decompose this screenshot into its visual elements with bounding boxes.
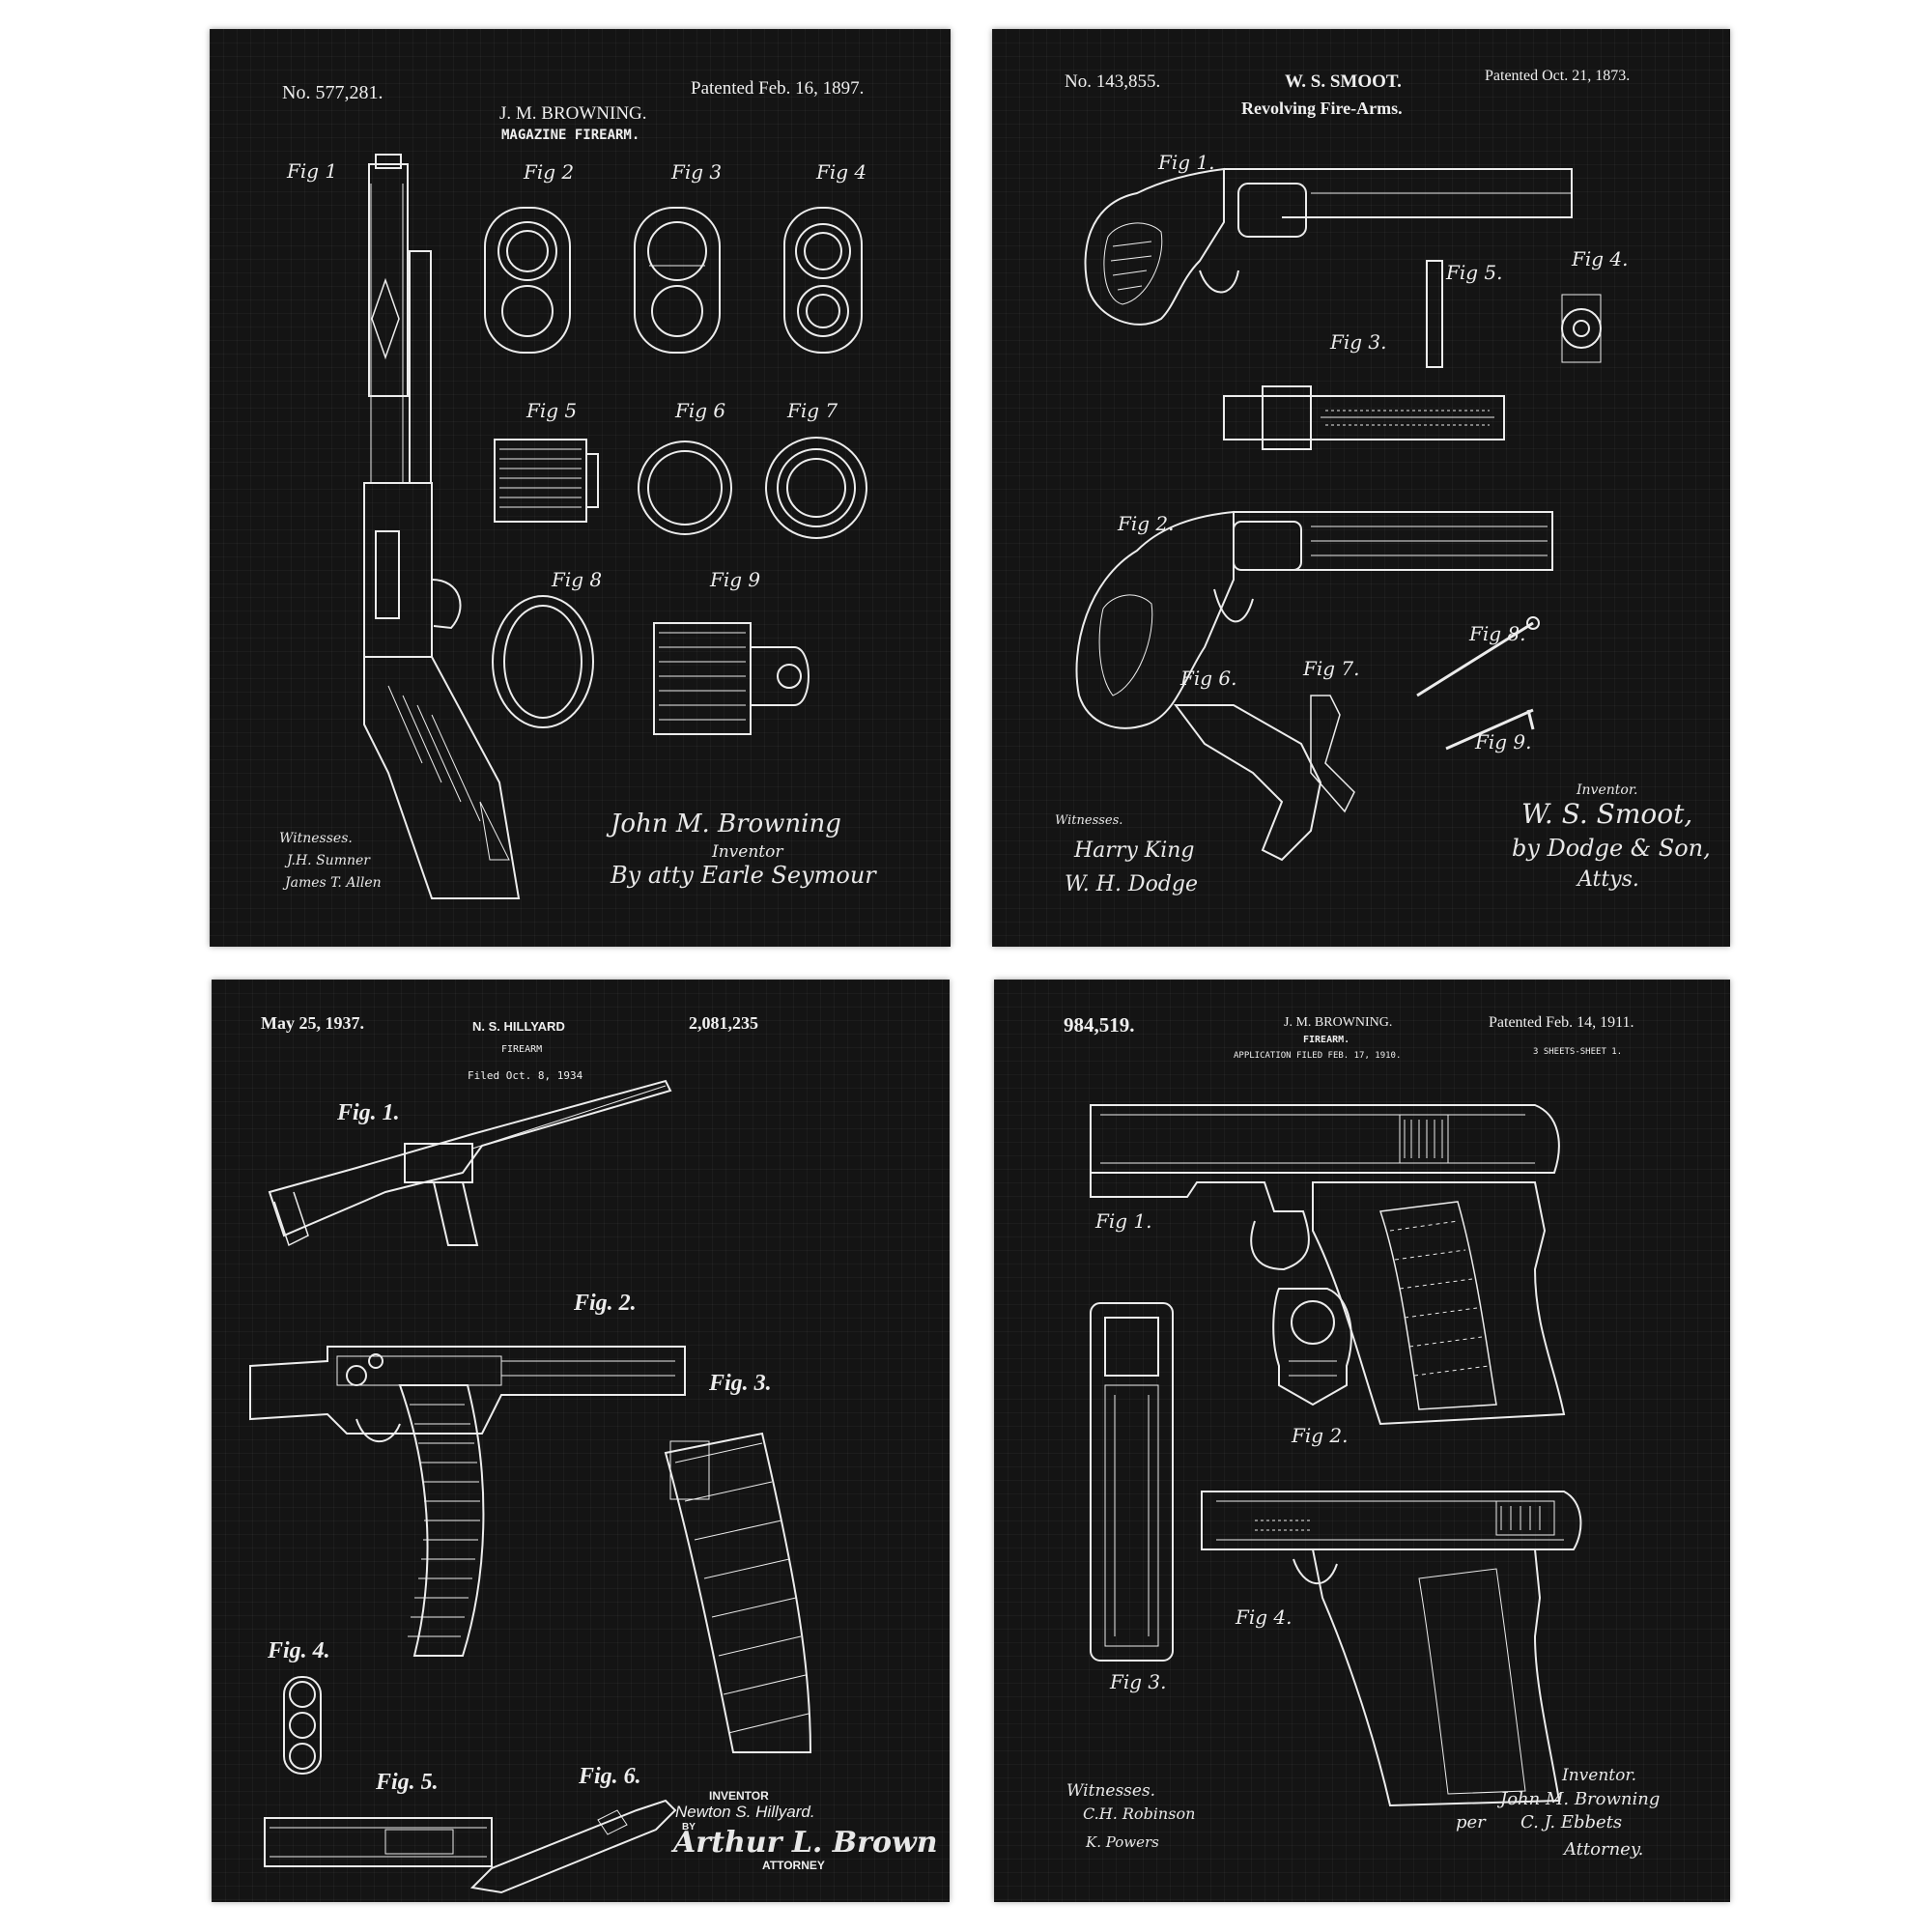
patent-title: Revolving Fire-Arms. (1241, 99, 1403, 118)
patent-number: 2,081,235 (689, 1013, 758, 1033)
inventor-signature: John M. Browning (611, 810, 841, 838)
figure-label: Fig. 6. (579, 1764, 641, 1789)
figure-label: Fig. 5. (376, 1770, 439, 1795)
by-label: BY (682, 1822, 696, 1833)
inventor-label: Inventor (712, 842, 783, 862)
witnesses-label: Witnesses. (1066, 1781, 1156, 1801)
witness-signature: W. H. Dodge (1065, 872, 1198, 896)
figure-label: Fig 1. (1158, 151, 1215, 174)
patent-poster-browning-1911: 984,519. J. M. BROWNING. Patented Feb. 1… (994, 980, 1730, 1902)
figure-label: Fig 7 (787, 399, 838, 422)
inventor-signature: John M. Browning (1500, 1789, 1661, 1809)
figure-label: Fig 9 (710, 568, 761, 591)
inventor-signature: W. S. Smoot, (1521, 798, 1693, 830)
witness-signature: C.H. Robinson (1083, 1804, 1196, 1823)
figure-label: Fig 7. (1303, 657, 1360, 680)
figure-label: Fig 4 (816, 160, 867, 184)
figure-label: Fig 8 (552, 568, 603, 591)
figure-label: Fig. 1. (337, 1100, 400, 1125)
inventor-label: Inventor. (1577, 782, 1638, 798)
figure-label: Fig 3. (1330, 330, 1387, 354)
revolver-patent-drawing (1075, 167, 1602, 862)
patent-date: Patented Oct. 21, 1873. (1485, 68, 1631, 84)
attorney-signature: By atty Earle Seymour (611, 862, 876, 889)
patent-inventor: N. S. HILLYARD (472, 1019, 565, 1034)
figure-label: Fig. 4. (268, 1638, 330, 1663)
patent-poster-smoot-1873: No. 143,855. W. S. SMOOT. Patented Oct. … (992, 29, 1730, 947)
witness-signature: K. Powers (1086, 1833, 1159, 1851)
inventor-name: Newton S. Hillyard. (675, 1803, 815, 1821)
patent-inventor: J. M. BROWNING. (499, 103, 647, 124)
witnesses-label: Witnesses. (1055, 813, 1123, 828)
figure-label: Fig. 2. (574, 1291, 637, 1316)
witness-signature: J.H. Sumner (287, 853, 370, 868)
inventor-label: INVENTOR (709, 1789, 769, 1803)
shotgun-patent-drawing (363, 154, 867, 899)
figure-label: Fig 3 (671, 160, 723, 184)
patent-date: Patented Feb. 14, 1911. (1489, 1014, 1634, 1031)
attorney-signature: by Dodge & Son, (1512, 835, 1711, 862)
figure-label: Fig 9. (1475, 730, 1532, 753)
patent-title: FIREARM (501, 1044, 543, 1055)
figure-label: Fig 1 (287, 159, 338, 183)
patent-inventor: W. S. SMOOT. (1285, 71, 1402, 92)
figure-label: Fig 2. (1292, 1424, 1349, 1447)
figure-label: Fig 2 (524, 160, 575, 184)
attorney-signature: C. J. Ebbets (1520, 1812, 1623, 1833)
patent-inventor: J. M. BROWNING. (1284, 1015, 1393, 1030)
patent-date: Patented Feb. 16, 1897. (691, 78, 865, 99)
witness-signature: James T. Allen (285, 875, 382, 891)
attorney-label: Attys. (1577, 867, 1639, 892)
per-label: per (1456, 1812, 1486, 1833)
witness-signature: Harry King (1074, 838, 1195, 863)
patent-poster-browning-1897: No. 577,281. Patented Feb. 16, 1897. J. … (210, 29, 951, 947)
patent-number: No. 577,281. (282, 82, 384, 103)
patent-date: May 25, 1937. (261, 1013, 364, 1033)
sheets-label: 3 SHEETS-SHEET 1. (1533, 1047, 1623, 1057)
figure-label: Fig 8. (1469, 622, 1526, 645)
figure-label: Fig 4. (1572, 247, 1629, 270)
figure-label: Fig 6 (675, 399, 726, 422)
figure-label: Fig. 3. (709, 1371, 772, 1396)
figure-label: Fig 2. (1118, 512, 1175, 535)
figure-label: Fig 1. (1095, 1209, 1152, 1233)
attorney-label: Attorney. (1564, 1839, 1644, 1860)
patent-number: 984,519. (1064, 1013, 1135, 1037)
pistol-patent-drawing (1090, 1104, 1582, 1807)
inventor-label: Inventor. (1562, 1766, 1637, 1785)
patent-title: FIREARM. (1303, 1035, 1350, 1045)
figure-label: Fig 6. (1180, 667, 1237, 690)
patent-number: No. 143,855. (1065, 71, 1161, 92)
patent-title: MAGAZINE FIREARM. (501, 128, 640, 143)
patent-poster-hillyard-1937: May 25, 1937. N. S. HILLYARD 2,081,235 F… (212, 980, 950, 1902)
figure-label: Fig 5 (526, 399, 578, 422)
figure-label: Fig 3. (1110, 1670, 1167, 1693)
attorney-signature: Arthur L. Brown (673, 1826, 938, 1860)
attorney-label: ATTORNEY (762, 1859, 825, 1872)
application-filed: APPLICATION FILED FEB. 17, 1910. (1234, 1051, 1402, 1061)
witnesses-label: Witnesses. (279, 831, 353, 846)
figure-label: Fig 4. (1236, 1605, 1293, 1629)
figure-label: Fig 5. (1446, 261, 1503, 284)
rifle-patent-drawing (249, 1079, 812, 1894)
patent-filed-date: Filed Oct. 8, 1934 (468, 1069, 583, 1082)
